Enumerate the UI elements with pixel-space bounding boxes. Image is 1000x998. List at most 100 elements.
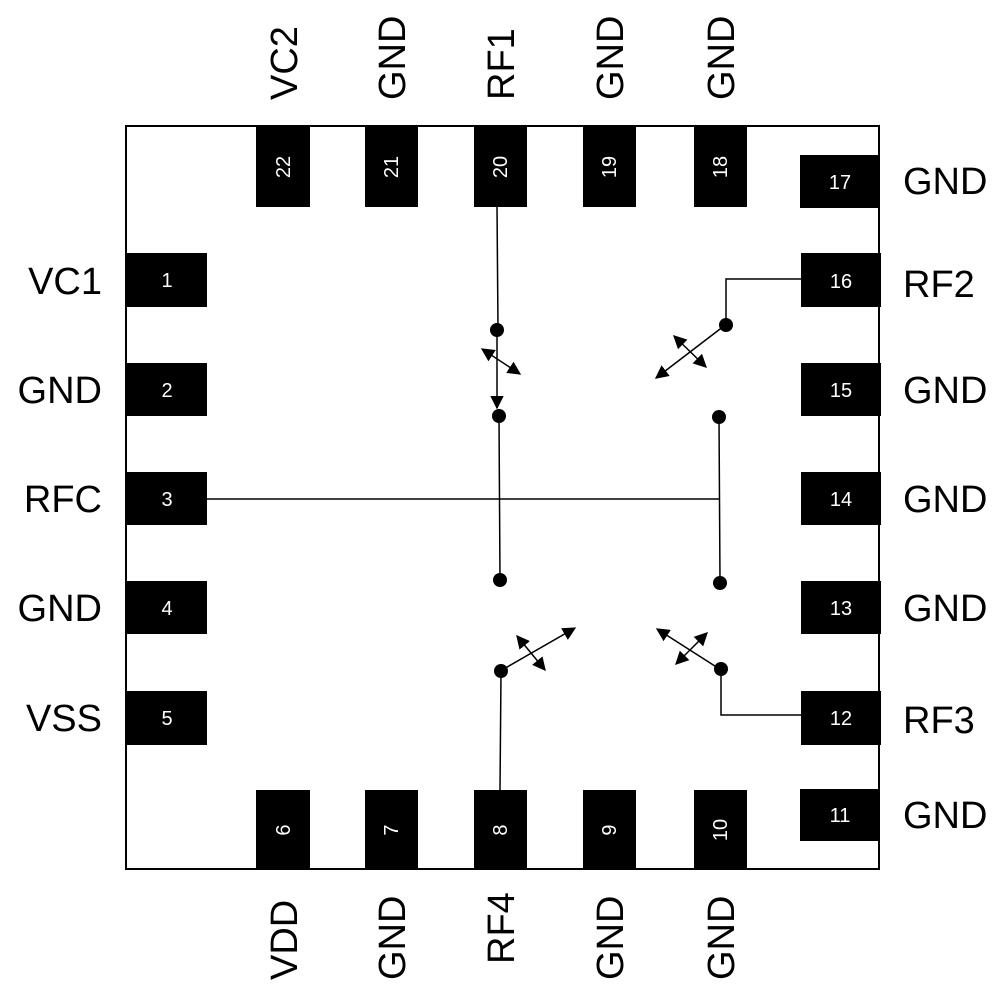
- pin-3: 3 RFC: [24, 472, 207, 525]
- pin-19-pad: [583, 127, 636, 207]
- pin-14-pad: [801, 472, 881, 525]
- pin-17-label: GND: [903, 161, 987, 203]
- rf2-trace: [725, 278, 801, 324]
- pin-14-label: GND: [903, 479, 987, 521]
- pin-12-number: 12: [830, 708, 852, 730]
- pin-20: 20 RF1: [474, 28, 527, 207]
- pin-4-number: 4: [161, 598, 172, 620]
- rf3-node: [714, 662, 728, 676]
- pin-15-label: GND: [903, 370, 987, 412]
- rf4-node: [494, 664, 508, 678]
- pin-16-label: RF2: [903, 264, 975, 306]
- switch-schematic: [207, 206, 801, 791]
- pin-2-number: 2: [161, 380, 172, 402]
- rf3-trace: [720, 672, 801, 716]
- pin-11: 11 GND: [800, 789, 987, 841]
- pin-16-pad: [801, 253, 881, 307]
- pin-17-pad: [800, 155, 880, 208]
- pin-9-label: GND: [590, 896, 632, 980]
- pin-16-number: 16: [830, 271, 852, 293]
- rfc-right-branch: [718, 416, 721, 583]
- pin-20-label: RF1: [481, 28, 523, 100]
- pin-20-pad: [474, 127, 527, 207]
- pin-18: 18 GND: [694, 16, 747, 207]
- pin-8-number: 8: [490, 824, 512, 835]
- pin-2-pad: [127, 363, 207, 416]
- pin-2: 2 GND: [18, 363, 207, 416]
- pin-14-number: 14: [830, 489, 852, 511]
- pin-9-number: 9: [599, 824, 621, 835]
- pin-18-pad: [694, 127, 747, 207]
- pin-2-label: GND: [18, 370, 102, 412]
- rf4-switch-arm: [501, 627, 577, 671]
- pin-10: 10 GND: [694, 790, 747, 980]
- pin-20-number: 20: [490, 156, 512, 178]
- rf1-trace: [496, 206, 499, 329]
- pin-22-number: 22: [273, 156, 295, 178]
- rfc-node-top-right: [712, 410, 726, 424]
- pin-3-pad: [127, 472, 207, 525]
- pin-6-number: 6: [273, 824, 295, 835]
- pin-22-pad: [256, 127, 310, 207]
- pin-3-number: 3: [161, 489, 172, 511]
- pin-6-pad: [256, 790, 310, 870]
- pin-8: 8 RF4: [474, 790, 527, 964]
- pin-1-pad: [127, 253, 207, 307]
- rf3-switch-arm: [655, 628, 719, 669]
- pin-5: 5 VSS: [26, 691, 207, 745]
- pin-13-number: 13: [830, 598, 852, 620]
- pin-21-pad: [365, 127, 418, 207]
- pin-19-number: 19: [599, 156, 621, 178]
- pin-13-label: GND: [903, 588, 987, 630]
- pin-19-label: GND: [590, 16, 632, 100]
- rfc-left-branch: [498, 416, 501, 581]
- pin-18-label: GND: [701, 16, 743, 100]
- rf1-node: [490, 323, 504, 337]
- pin-7: 7 GND: [365, 790, 418, 980]
- rf2-node: [719, 318, 733, 332]
- rf4-actuator-arrow: [516, 634, 546, 672]
- pin-17-number: 17: [829, 172, 851, 194]
- pin-21-number: 21: [381, 156, 403, 178]
- pin-11-number: 11: [830, 805, 851, 827]
- pin-21: 21 GND: [365, 16, 418, 207]
- pin-1: 1 VC1: [28, 253, 207, 307]
- pin-10-number: 10: [710, 819, 732, 841]
- pin-14: 14 GND: [801, 472, 987, 525]
- rf3-actuator-arrow: [675, 632, 708, 665]
- pin-22-label: VC2: [264, 26, 306, 100]
- pin-9: 9 GND: [583, 790, 636, 980]
- pin-13-pad: [801, 581, 881, 634]
- rf2-actuator-arrow: [673, 335, 707, 368]
- pin-3-label: RFC: [24, 479, 102, 521]
- pin-8-pad: [474, 790, 527, 870]
- pin-11-label: GND: [903, 795, 987, 837]
- pin-7-number: 7: [381, 824, 403, 835]
- pin-4-pad: [127, 581, 207, 634]
- pin-21-label: GND: [372, 16, 414, 100]
- pin-15: 15 GND: [801, 363, 987, 416]
- pin-5-number: 5: [161, 708, 172, 730]
- rfc-node-bottom-right: [713, 576, 727, 590]
- pin-5-pad: [127, 691, 207, 745]
- pin-12-pad: [801, 691, 881, 745]
- pin-4-label: GND: [18, 588, 102, 630]
- pin-6: 6 VDD: [256, 790, 310, 980]
- pin-8-label: RF4: [481, 892, 523, 964]
- pin-6-label: VDD: [264, 900, 306, 980]
- pin-1-label: VC1: [28, 261, 102, 303]
- pin-15-number: 15: [830, 380, 852, 402]
- pin-7-label: GND: [372, 896, 414, 980]
- pin-1-number: 1: [161, 270, 172, 292]
- pin-12: 12 RF3: [801, 691, 975, 745]
- pin-4: 4 GND: [18, 581, 207, 634]
- pin-11-pad: [800, 789, 880, 841]
- pin-18-number: 18: [710, 156, 732, 178]
- package-outline: [125, 125, 880, 870]
- pin-13: 13 GND: [801, 581, 987, 634]
- pin-10-label: GND: [701, 896, 743, 980]
- rfc-node-bottom-left: [493, 573, 507, 587]
- rf1-actuator-arrow: [480, 348, 522, 375]
- pin-5-label: VSS: [26, 698, 102, 740]
